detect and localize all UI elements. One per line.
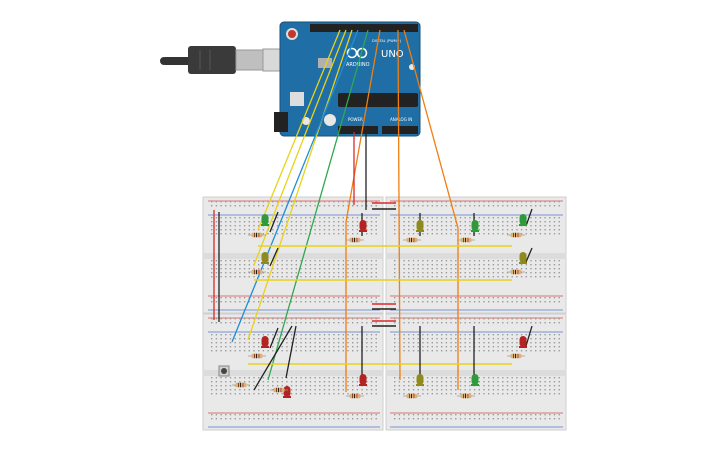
gnd-lead-12[interactable] [525,208,533,227]
wire-yellow-2[interactable] [253,29,347,266]
resistor[interactable] [403,237,421,243]
resistor[interactable] [507,269,525,275]
gnd-lead-2[interactable] [269,247,279,267]
digital-header [310,24,418,32]
led-green[interactable] [471,374,479,386]
capacitor [290,92,304,106]
led-red[interactable] [261,336,269,348]
gnd-lead-4[interactable] [253,325,293,391]
resistor[interactable] [248,232,266,238]
gnd-lead-3[interactable] [269,327,279,349]
led-green[interactable] [519,214,527,226]
led-yellow[interactable] [519,252,527,264]
wire-blue[interactable] [231,29,359,343]
wire-orange-2[interactable] [397,29,401,381]
resistor[interactable] [507,232,525,238]
power-label: POWER [348,117,363,122]
resistor[interactable] [507,353,525,359]
gnd-lead-1[interactable] [269,211,279,233]
wire-yellow-3[interactable] [247,29,353,341]
led-yellow[interactable] [261,252,269,264]
wire-green[interactable] [267,29,369,381]
crystal [318,58,332,68]
gnd-lead-13[interactable] [525,247,533,263]
led-yellow[interactable] [416,374,424,386]
analog-header [382,126,418,134]
wire-orange-3[interactable] [403,29,459,390]
resistor[interactable] [457,237,475,243]
led-yellow[interactable] [416,220,424,232]
components [218,214,527,399]
gnd-lead-14[interactable] [525,325,533,347]
led-red[interactable] [359,374,367,386]
breadboard-top-right[interactable] [385,196,567,314]
resistor[interactable] [346,393,364,399]
resistor[interactable] [248,269,266,275]
digital-label: DIGITAL (PWM~) [372,39,402,43]
led-green[interactable] [261,214,269,226]
wire-orange-1[interactable] [345,29,381,392]
arduino-logo-icon [346,47,368,59]
resistor[interactable] [346,237,364,243]
breadboard-bottom-left[interactable] [202,313,384,431]
resistor[interactable] [248,353,266,359]
analog-label: ANALOG IN [390,117,412,122]
wires [213,29,533,392]
power-header [338,126,378,134]
resistor[interactable] [270,387,288,393]
resistor[interactable] [403,393,421,399]
reset-button[interactable] [286,28,298,40]
arduino-model-label: UNO [381,49,404,60]
breadboard-top-left[interactable] [202,196,384,314]
resistor[interactable] [232,382,250,388]
breadboard-bottom-right[interactable] [385,313,567,431]
usb-cable [160,46,294,74]
led-red[interactable] [359,220,367,232]
pushbutton[interactable] [218,365,230,377]
led-red[interactable] [519,336,527,348]
led-green[interactable] [471,220,479,232]
resistor[interactable] [457,393,475,399]
wire-yellow-1[interactable] [257,29,341,231]
led-red[interactable] [283,386,291,398]
gnd-lead-5[interactable] [285,325,297,379]
